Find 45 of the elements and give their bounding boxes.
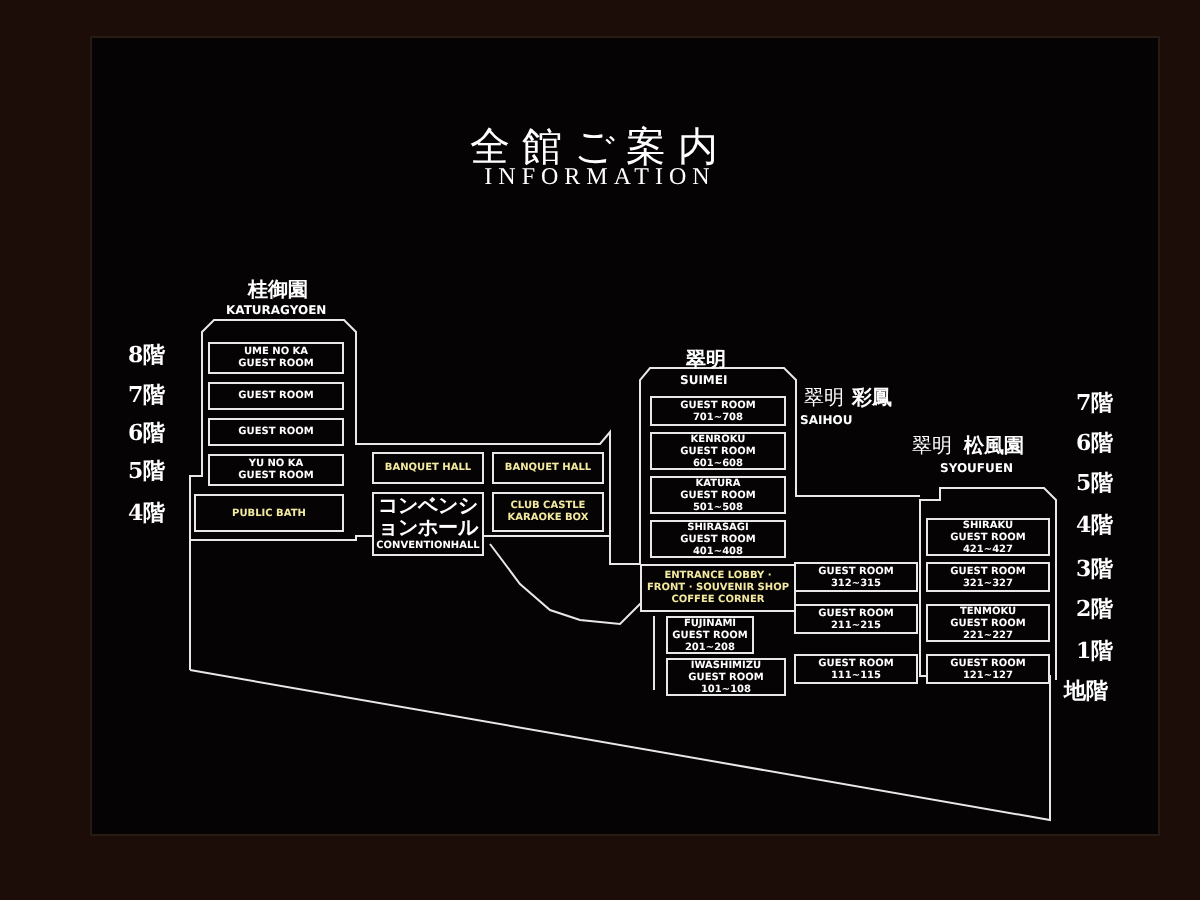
room-box — [926, 562, 1050, 592]
building-name: 桂御園 — [248, 282, 308, 302]
room-box — [208, 342, 344, 374]
room-box — [650, 476, 786, 514]
room-box — [666, 616, 754, 654]
floor-label: 8階 — [128, 344, 166, 366]
room-box — [208, 418, 344, 446]
room-box — [492, 492, 604, 532]
title: 全館ご案内 — [470, 120, 730, 170]
building-name: 彩鳳 — [852, 390, 892, 410]
floor-label: 6階 — [1076, 432, 1114, 454]
room-box — [208, 382, 344, 410]
room-box — [650, 396, 786, 426]
floor-label: 7階 — [128, 384, 166, 406]
subtitle: INFORMATION — [484, 164, 716, 188]
floor-label: 5階 — [128, 460, 166, 482]
room-box — [926, 518, 1050, 556]
floor-label: 1階 — [1076, 640, 1114, 662]
building-name: 翠明 — [686, 352, 726, 372]
room-box — [666, 658, 786, 696]
room-box — [650, 432, 786, 470]
building-name: 翠明 — [804, 390, 844, 410]
floor-label: 4階 — [128, 502, 166, 524]
room-box — [794, 562, 918, 592]
building-name: 翠明 — [912, 438, 952, 458]
building-name: 松風園 — [964, 438, 1024, 458]
floor-label: 4階 — [1076, 514, 1114, 536]
room-box — [926, 654, 1050, 684]
room-box — [794, 604, 918, 634]
room-box — [372, 492, 484, 556]
floor-label: 6階 — [128, 422, 166, 444]
floor-label: 2階 — [1076, 598, 1114, 620]
room-box — [492, 452, 604, 484]
room-box — [372, 452, 484, 484]
floor-label: 3階 — [1076, 558, 1114, 580]
room-text: コンベンションホール — [376, 496, 480, 540]
room-box — [640, 564, 796, 612]
room-box — [926, 604, 1050, 642]
floor-label: 地階 — [1064, 680, 1108, 702]
public-bath-box — [194, 494, 344, 532]
floor-label: 5階 — [1076, 472, 1114, 494]
floor-label: 7階 — [1076, 392, 1114, 414]
room-box — [650, 520, 786, 558]
room-box — [208, 454, 344, 486]
room-box — [794, 654, 918, 684]
